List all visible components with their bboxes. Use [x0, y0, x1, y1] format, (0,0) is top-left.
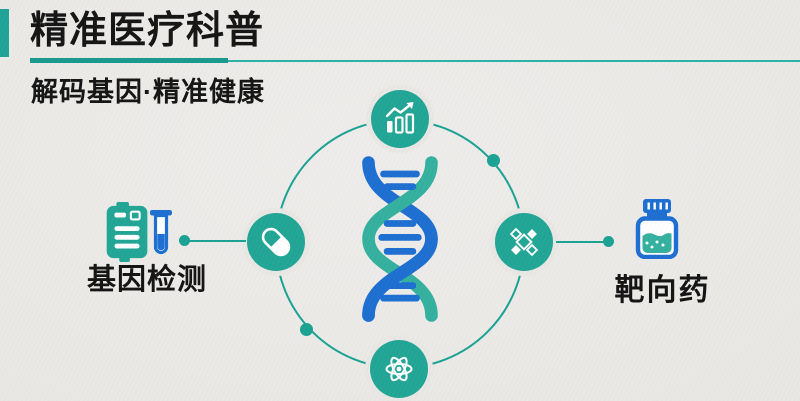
- atom-icon: [385, 356, 413, 382]
- left-connector-dot: [179, 235, 190, 246]
- orbit-node-left: [247, 213, 305, 271]
- medicine-bottle-icon: [635, 199, 679, 259]
- orbit-dot-upper-right: [487, 154, 500, 167]
- title-underline-thin: [228, 60, 800, 62]
- left-connector-line: [188, 240, 246, 242]
- gene-sequencer-icon: [106, 202, 148, 262]
- page-subtitle: 解码基因·精准健康: [31, 77, 265, 107]
- growth-chart-icon: [385, 102, 415, 134]
- dna-helix-icon: [362, 156, 438, 322]
- right-connector-dot: [603, 236, 614, 247]
- orbit-node-top: [371, 90, 429, 148]
- gene-testing-icon-group: [106, 200, 172, 262]
- title-underline-thick: [30, 58, 228, 63]
- targeted-drug-label: 靶向药: [614, 274, 711, 307]
- capsule-pill-icon: [261, 227, 291, 257]
- test-tube-icon: [150, 210, 172, 255]
- page-title: 精准医疗科普: [30, 10, 265, 52]
- title-accent-bar: [0, 9, 9, 57]
- orbit-dot-lower-left: [300, 323, 313, 336]
- gene-testing-label: 基因检测: [86, 264, 207, 296]
- orbit-node-bottom: [370, 340, 428, 398]
- orbit-node-right: [495, 213, 553, 271]
- right-connector-line: [556, 241, 604, 243]
- molecule-diamonds-icon: [509, 227, 539, 257]
